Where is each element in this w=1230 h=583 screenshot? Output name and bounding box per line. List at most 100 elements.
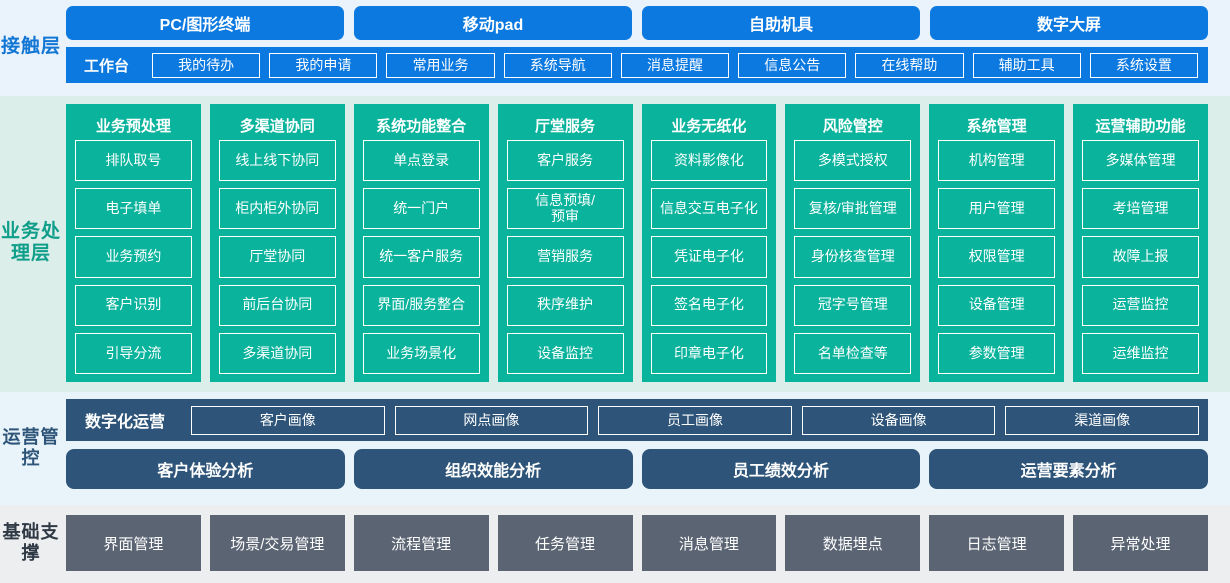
contact-channels: PC/图形终端 移动pad 自助机具 数字大屏 <box>62 6 1230 40</box>
portrait-channel[interactable]: 渠道画像 <box>1005 405 1199 435</box>
foundation-item-scenario-transaction-management[interactable]: 场景/交易管理 <box>209 515 345 571</box>
business-column-operations-support: 运营辅助功能 多媒体管理 考培管理 故障上报 运营监控 运维监控 <box>1073 104 1208 382</box>
business-column-title: 多渠道协同 <box>239 117 315 135</box>
business-item[interactable]: 统一门户 <box>362 188 480 230</box>
business-item[interactable]: 印章电子化 <box>650 332 768 375</box>
foundation-item-task-management[interactable]: 任务管理 <box>497 515 633 571</box>
business-item[interactable]: 引导分流 <box>75 332 192 375</box>
workbench-item-system-settings[interactable]: 系统设置 <box>1089 52 1198 78</box>
business-item[interactable]: 用户管理 <box>938 188 1056 230</box>
business-item[interactable]: 柜内柜外协同 <box>218 188 336 230</box>
business-item[interactable]: 签名电子化 <box>650 284 768 326</box>
contact-layer-body: PC/图形终端 移动pad 自助机具 数字大屏 工作台 我的待办 我的申请 常用… <box>62 6 1230 88</box>
business-item[interactable]: 身份核查管理 <box>794 236 912 278</box>
business-item[interactable]: 参数管理 <box>938 332 1056 375</box>
business-item[interactable]: 设备监控 <box>506 332 624 375</box>
business-column-hall-service: 厅堂服务 客户服务 信息预填/ 预审 营销服务 秩序维护 设备监控 <box>497 104 633 382</box>
foundation-item-process-management[interactable]: 流程管理 <box>353 515 489 571</box>
business-item[interactable]: 运维监控 <box>1082 332 1199 375</box>
workbench-item-common-business[interactable]: 常用业务 <box>386 52 495 78</box>
analysis-operational-factors[interactable]: 运营要素分析 <box>929 449 1208 489</box>
business-item[interactable]: 权限管理 <box>938 236 1056 278</box>
business-item[interactable]: 营销服务 <box>506 236 624 278</box>
business-item[interactable]: 前后台协同 <box>218 284 336 326</box>
business-item[interactable]: 考培管理 <box>1082 188 1199 230</box>
business-item[interactable]: 复核/审批管理 <box>794 188 912 230</box>
business-item[interactable]: 单点登录 <box>362 140 480 182</box>
business-item[interactable]: 信息交互电子化 <box>650 188 768 230</box>
business-column-title: 厅堂服务 <box>535 117 596 135</box>
business-item[interactable]: 设备管理 <box>938 284 1056 326</box>
portrait-customer[interactable]: 客户画像 <box>191 405 385 435</box>
business-item[interactable]: 客户服务 <box>506 140 624 182</box>
business-item[interactable]: 机构管理 <box>938 140 1056 182</box>
workbench-item-my-application[interactable]: 我的申请 <box>269 52 378 78</box>
business-item[interactable]: 界面/服务整合 <box>362 284 480 326</box>
business-item[interactable]: 冠字号管理 <box>794 284 912 326</box>
business-column-title: 业务预处理 <box>95 117 171 135</box>
business-item[interactable]: 业务场景化 <box>362 332 480 375</box>
business-column-title: 风险管控 <box>822 117 883 135</box>
business-item[interactable]: 多模式授权 <box>794 140 912 182</box>
workbench-item-my-todo[interactable]: 我的待办 <box>152 52 261 78</box>
foundation-layer-label: 基础支撑 <box>0 515 62 571</box>
operations-layer-label-text: 运营管控 <box>2 427 60 468</box>
workbench-item-system-nav[interactable]: 系统导航 <box>503 52 612 78</box>
business-column-items: 资料影像化 信息交互电子化 凭证电子化 签名电子化 印章电子化 <box>650 140 768 375</box>
operations-layer-label: 运营管控 <box>0 399 62 497</box>
foundation-layer-body: 界面管理 场景/交易管理 流程管理 任务管理 消息管理 数据埋点 日志管理 异常… <box>62 515 1230 571</box>
business-column-multichannel: 多渠道协同 线上线下协同 柜内柜外协同 厅堂协同 前后台协同 多渠道协同 <box>209 104 345 382</box>
foundation-item-exception-handling[interactable]: 异常处理 <box>1073 515 1208 571</box>
analysis-customer-experience[interactable]: 客户体验分析 <box>66 449 345 489</box>
foundation-item-log-management[interactable]: 日志管理 <box>929 515 1065 571</box>
business-column-risk-control: 风险管控 多模式授权 复核/审批管理 身份核查管理 冠字号管理 名单检查等 <box>785 104 921 382</box>
business-item[interactable]: 多渠道协同 <box>218 332 336 375</box>
workbench-item-message-alert[interactable]: 消息提醒 <box>620 52 730 78</box>
business-layer-row: 业务处理层 业务预处理 排队取号 电子填单 业务预约 客户识别 引导分流 多渠道… <box>0 96 1230 392</box>
business-item[interactable]: 电子填单 <box>75 188 192 230</box>
analysis-organizational-efficiency[interactable]: 组织效能分析 <box>353 449 633 489</box>
contact-channel-pc[interactable]: PC/图形终端 <box>66 6 344 40</box>
business-item[interactable]: 信息预填/ 预审 <box>506 188 624 230</box>
analysis-employee-performance[interactable]: 员工绩效分析 <box>641 449 921 489</box>
business-column-system-integration: 系统功能整合 单点登录 统一门户 统一客户服务 界面/服务整合 业务场景化 <box>353 104 489 382</box>
workbench-item-aux-tools[interactable]: 辅助工具 <box>972 52 1081 78</box>
business-column-title: 系统功能整合 <box>376 117 467 135</box>
foundation-layer-label-text: 基础支撑 <box>2 522 60 563</box>
contact-channel-self-service[interactable]: 自助机具 <box>642 6 920 40</box>
business-item[interactable]: 厅堂协同 <box>218 236 336 278</box>
business-column-items: 排队取号 电子填单 业务预约 客户识别 引导分流 <box>75 140 192 375</box>
operations-layer-body: 数字化运营 客户画像 网点画像 员工画像 设备画像 渠道画像 客户体验分析 组织… <box>62 399 1230 497</box>
operations-analysis-row: 客户体验分析 组织效能分析 员工绩效分析 运营要素分析 <box>66 449 1208 489</box>
business-item[interactable]: 名单检查等 <box>794 332 912 375</box>
business-column-items: 机构管理 用户管理 权限管理 设备管理 参数管理 <box>938 140 1056 375</box>
portrait-branch[interactable]: 网点画像 <box>394 405 589 435</box>
foundation-item-ui-management[interactable]: 界面管理 <box>66 515 201 571</box>
business-item[interactable]: 凭证电子化 <box>650 236 768 278</box>
foundation-layer-row: 基础支撑 界面管理 场景/交易管理 流程管理 任务管理 消息管理 数据埋点 日志… <box>0 505 1230 583</box>
business-column-items: 多媒体管理 考培管理 故障上报 运营监控 运维监控 <box>1082 140 1199 375</box>
business-layer-label: 业务处理层 <box>0 104 62 382</box>
business-item[interactable]: 运营监控 <box>1082 284 1199 326</box>
workbench-item-announcement[interactable]: 信息公告 <box>738 52 847 78</box>
business-item[interactable]: 统一客户服务 <box>362 236 480 278</box>
contact-channel-mobile-pad[interactable]: 移动pad <box>354 6 632 40</box>
business-column-items: 多模式授权 复核/审批管理 身份核查管理 冠字号管理 名单检查等 <box>794 140 912 375</box>
business-item[interactable]: 故障上报 <box>1082 236 1199 278</box>
business-column-title: 业务无纸化 <box>671 117 747 135</box>
business-item[interactable]: 多媒体管理 <box>1082 140 1199 182</box>
business-item[interactable]: 资料影像化 <box>650 140 768 182</box>
business-item[interactable]: 线上线下协同 <box>218 140 336 182</box>
business-item[interactable]: 业务预约 <box>75 236 192 278</box>
business-item[interactable]: 排队取号 <box>75 140 192 182</box>
workbench-item-online-help[interactable]: 在线帮助 <box>855 52 964 78</box>
portrait-device[interactable]: 设备画像 <box>801 405 996 435</box>
contact-channel-digital-screen[interactable]: 数字大屏 <box>930 6 1208 40</box>
portrait-employee[interactable]: 员工画像 <box>598 405 792 435</box>
foundation-item-message-management[interactable]: 消息管理 <box>641 515 777 571</box>
business-item[interactable]: 客户识别 <box>75 284 192 326</box>
foundation-item-data-tracking[interactable]: 数据埋点 <box>785 515 921 571</box>
business-item[interactable]: 秩序维护 <box>506 284 624 326</box>
business-layer-label-text: 业务处理层 <box>0 221 61 264</box>
